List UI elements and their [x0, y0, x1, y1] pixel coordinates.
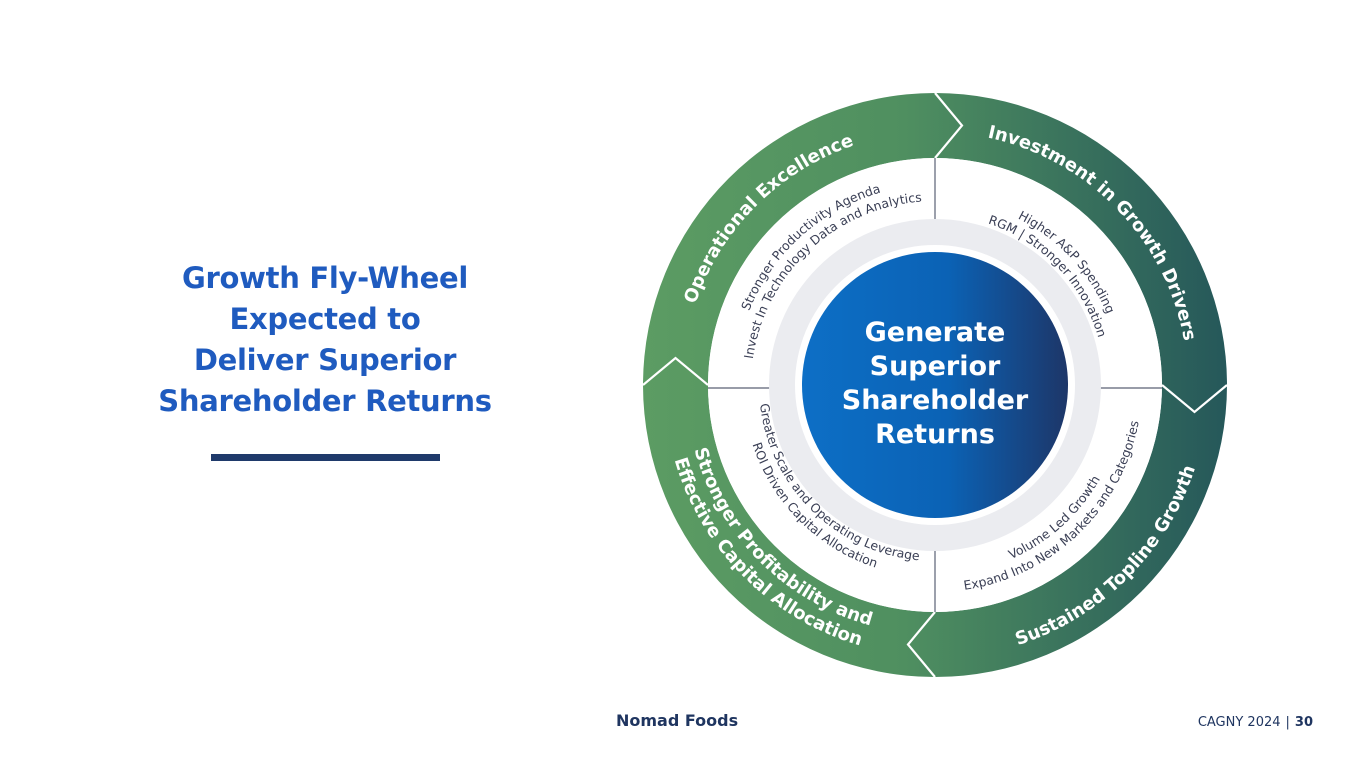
- footer-page-info: CAGNY 2024 | 30: [1198, 715, 1313, 730]
- chevron-arrow-bottom: [906, 611, 936, 678]
- event-name: CAGNY 2024: [1197, 715, 1281, 730]
- chevron-arrow-left: [642, 356, 709, 386]
- center-line: Returns: [875, 419, 995, 450]
- center-circle: [802, 252, 1068, 518]
- page-number: 30: [1294, 715, 1313, 730]
- title-line: Shareholder Returns: [158, 384, 492, 418]
- title-underline: [211, 454, 440, 461]
- title-line: Deliver Superior: [193, 343, 457, 377]
- center-label: Generate Superior Shareholder Returns: [842, 317, 1029, 450]
- center-line: Superior: [870, 351, 1001, 382]
- center-line: Shareholder: [842, 385, 1029, 416]
- chevron-arrow-right: [1161, 384, 1228, 414]
- nomad-foods-logo: Nomad Foods: [616, 711, 739, 730]
- title-line: Growth Fly-Wheel: [182, 261, 468, 295]
- separator: |: [1285, 715, 1290, 730]
- slide-title: Growth Fly-Wheel Expected to Deliver Sup…: [140, 258, 510, 422]
- chevron-arrow-top: [934, 92, 964, 159]
- title-line: Expected to: [229, 302, 421, 336]
- center-line: Generate: [865, 317, 1006, 348]
